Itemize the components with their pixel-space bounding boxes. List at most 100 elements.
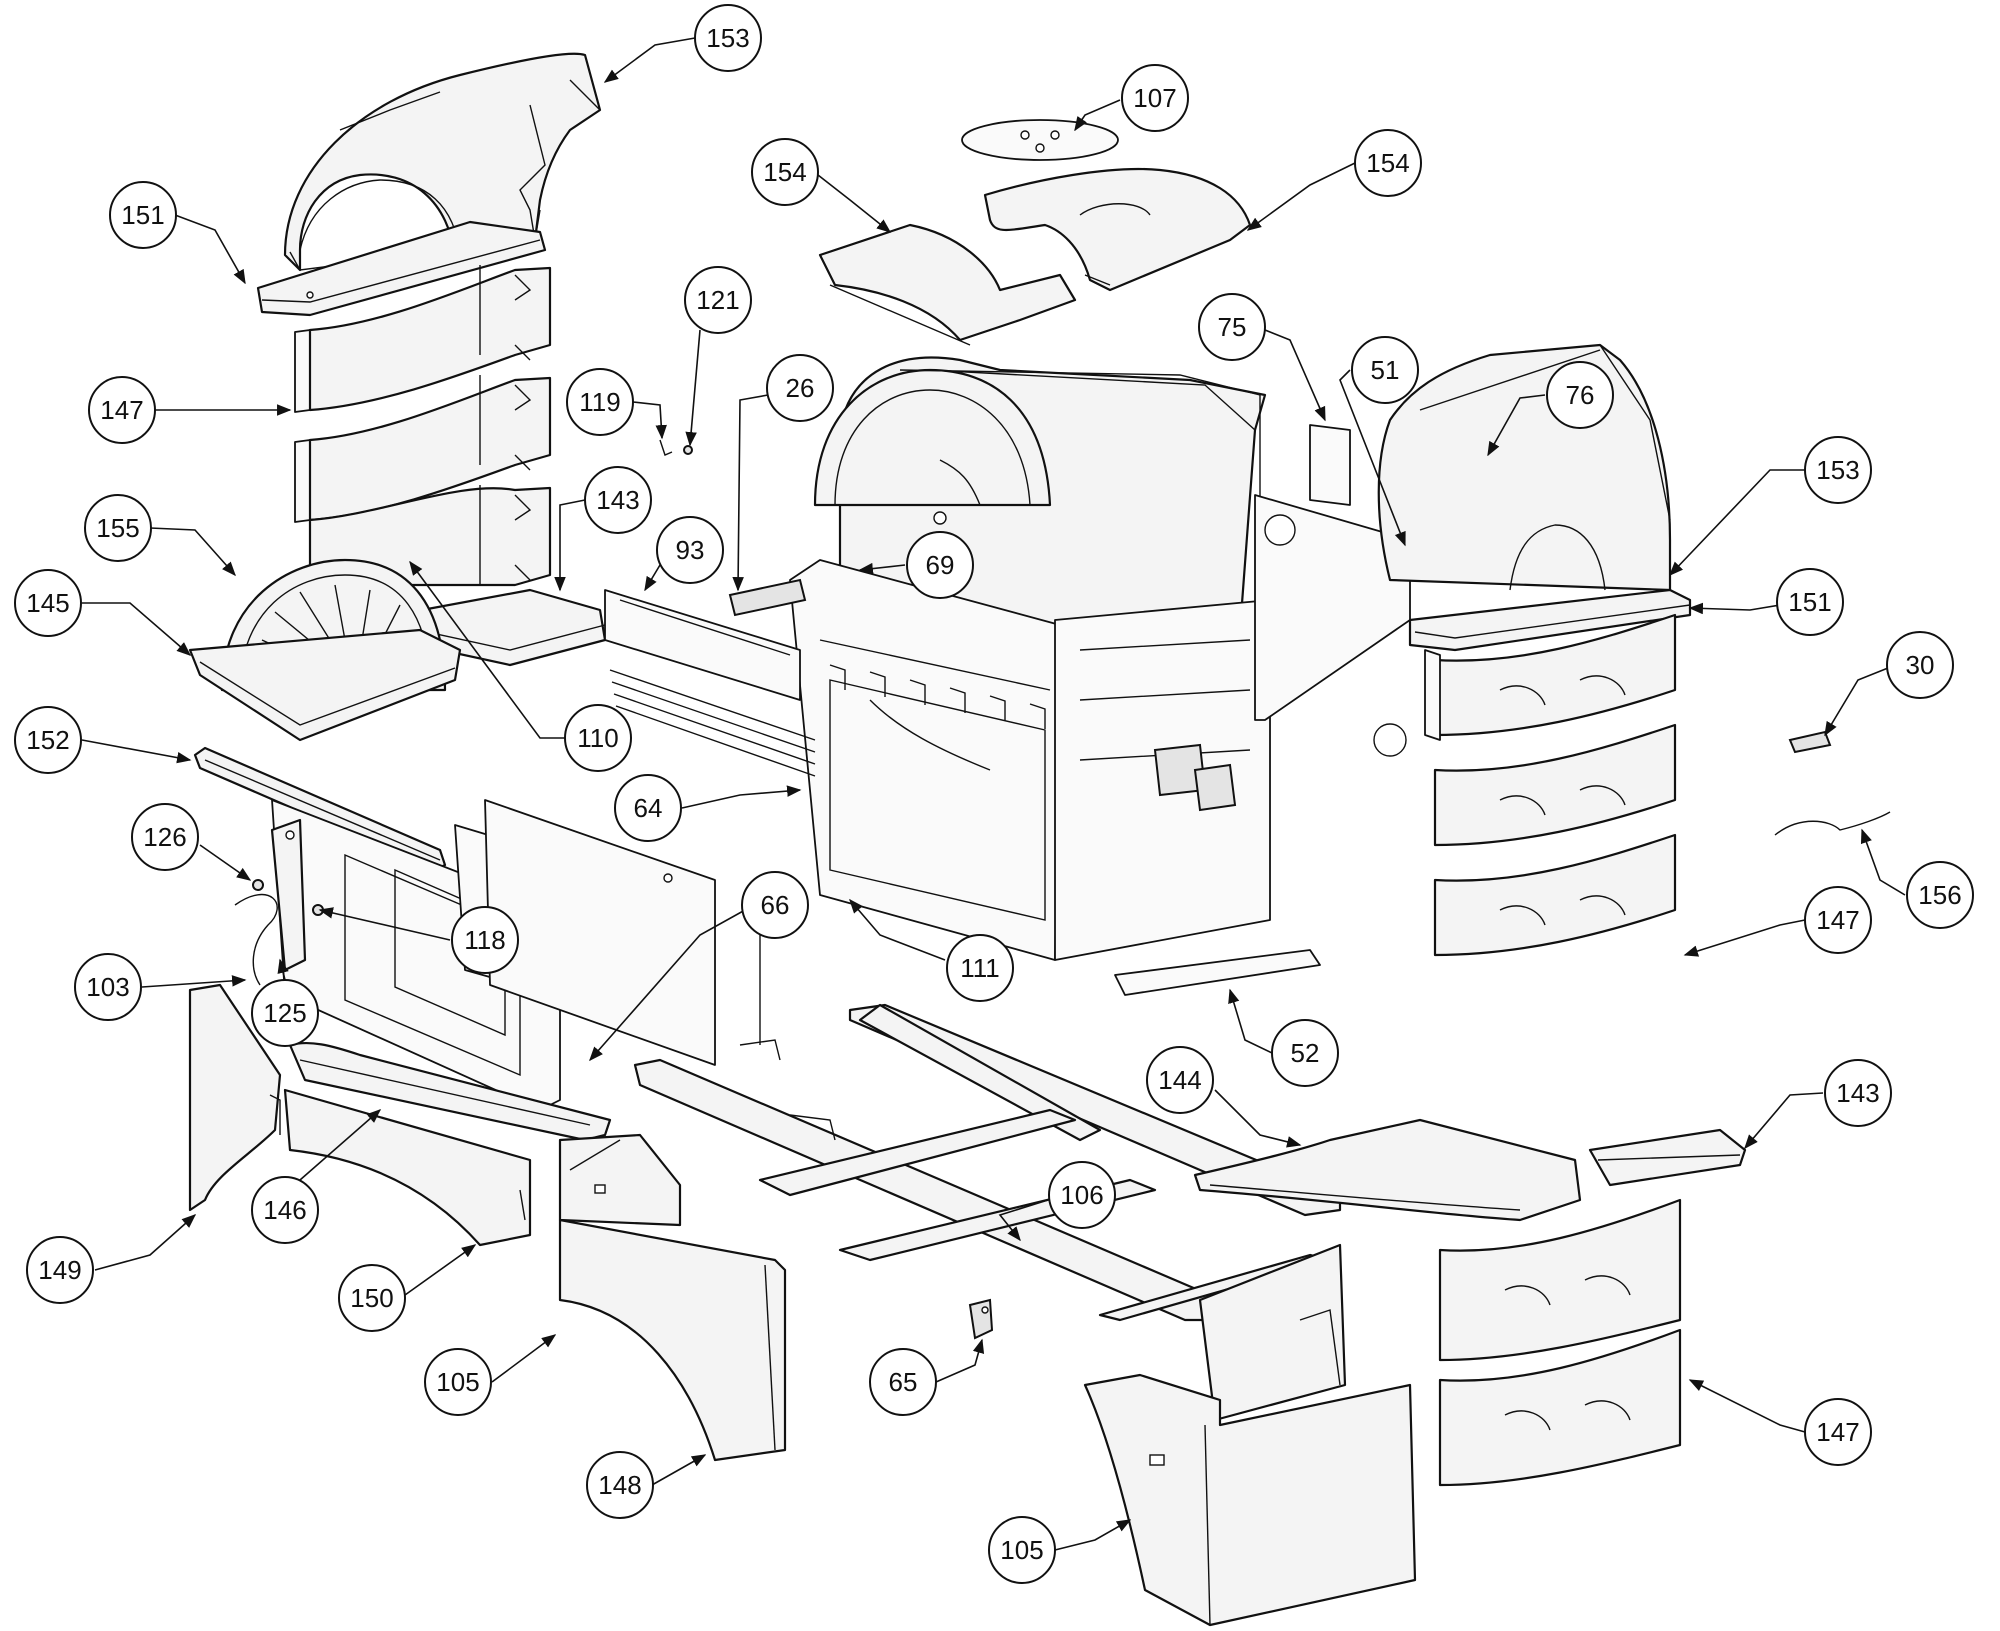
callout-label: 107 [1133, 83, 1176, 113]
leader-line [685, 329, 701, 447]
pan-52 [1114, 949, 1321, 996]
top-rail-152 [193, 746, 447, 872]
callout-bubble [869, 1348, 937, 1416]
callout-label: 149 [38, 1255, 81, 1285]
leader-line [1824, 667, 1889, 737]
callout-65: 65 [869, 1338, 985, 1416]
callout-143: 143 [554, 466, 652, 592]
leader-line [732, 394, 769, 592]
lower-side-panel-105b [1083, 1373, 1417, 1627]
leader-line [1228, 988, 1273, 1054]
door-frame [271, 799, 716, 1111]
callout-label: 76 [1566, 380, 1595, 410]
callout-150: 150 [338, 1244, 477, 1332]
leader-line [554, 499, 586, 592]
callout-label: 66 [761, 890, 790, 920]
callout-label: 105 [1000, 1535, 1043, 1565]
leader-line [277, 958, 289, 981]
top-cover-154b [983, 167, 1252, 292]
side-post-125 [270, 818, 307, 972]
callout-bubble [946, 934, 1014, 1002]
callout-label: 30 [1906, 650, 1935, 680]
callout-105: 105 [988, 1516, 1132, 1584]
callout-label: 143 [1836, 1078, 1879, 1108]
callout-148: 148 [586, 1451, 707, 1519]
callout-bubble [26, 1236, 94, 1304]
callout-bubble [84, 494, 152, 562]
lower-left-panel-148 [558, 1218, 787, 1462]
leader-line [1688, 1379, 1806, 1433]
callout-label: 125 [263, 998, 306, 1028]
callout-label: 147 [1816, 905, 1859, 935]
callout-bubble [1354, 129, 1422, 197]
callout-69: 69 [858, 531, 974, 599]
right-shelf-143 [1588, 1128, 1747, 1187]
callout-bubble [1906, 861, 1974, 929]
leader-line [1054, 1519, 1132, 1551]
callout-bubble [14, 569, 82, 637]
callout-bubble [1146, 1046, 1214, 1114]
callout-110: 110 [409, 560, 632, 772]
callout-118: 118 [318, 906, 519, 974]
leader-line [141, 975, 247, 988]
callout-label: 151 [1788, 587, 1831, 617]
callout-label: 69 [926, 550, 955, 580]
callout-bubble [584, 466, 652, 534]
callout-64: 64 [614, 774, 802, 842]
callout-label: 156 [1918, 880, 1961, 910]
callout-label: 147 [1816, 1417, 1859, 1447]
callout-bubble [1776, 568, 1844, 636]
left-cap-151 [256, 220, 547, 317]
leader-line [82, 602, 192, 656]
callout-label: 147 [100, 395, 143, 425]
spring-156 [1774, 811, 1891, 836]
callout-bubble [586, 1451, 654, 1519]
callout-bubble [741, 871, 809, 939]
callout-76: 76 [1487, 361, 1614, 457]
callout-121: 121 [684, 266, 752, 447]
callout-label: 126 [143, 822, 186, 852]
leader-line [318, 907, 451, 941]
hinge-103 [234, 893, 278, 986]
callout-bubble [1824, 1059, 1892, 1127]
leader-line [199, 844, 252, 881]
leader-line [81, 739, 192, 764]
callout-bubble [988, 1516, 1056, 1584]
leader-line [174, 214, 246, 285]
screws-119-121 [659, 439, 693, 456]
plate-93 [604, 589, 801, 701]
leader-line [1487, 394, 1546, 457]
callout-bubble [1048, 1161, 1116, 1229]
callout-26: 26 [732, 354, 834, 592]
callout-103: 103 [74, 953, 247, 1021]
callout-bubble [694, 4, 762, 72]
callout-144: 144 [1146, 1046, 1302, 1148]
callout-143: 143 [1744, 1059, 1892, 1150]
leader-line [1074, 99, 1121, 132]
left-base-cap-145 [188, 628, 462, 742]
callout-bubble [1886, 631, 1954, 699]
callout-147: 147 [88, 376, 292, 444]
leader-line [998, 1199, 1049, 1242]
front-panel-150 [283, 1088, 532, 1247]
callout-bubble [614, 774, 682, 842]
callout-119: 119 [566, 368, 667, 440]
bracket-65 [968, 1298, 994, 1340]
callout-151: 151 [1688, 568, 1844, 636]
callout-bubble [751, 138, 819, 206]
callout-label: 51 [1371, 355, 1400, 385]
leader-line [1246, 162, 1356, 231]
callout-layer: 1531511471551451431521261031251181491461… [14, 4, 1974, 1584]
leader-line [1214, 1089, 1302, 1148]
rods-64 [609, 669, 816, 777]
callout-bubble [1198, 293, 1266, 361]
callout-label: 154 [1366, 148, 1409, 178]
callout-154: 154 [1246, 129, 1422, 231]
leader-line [603, 37, 696, 83]
callout-label: 75 [1218, 312, 1247, 342]
top-cover-154a [818, 223, 1077, 346]
callout-label: 52 [1291, 1038, 1320, 1068]
leader-line [491, 1334, 557, 1383]
leader-line [681, 785, 802, 809]
